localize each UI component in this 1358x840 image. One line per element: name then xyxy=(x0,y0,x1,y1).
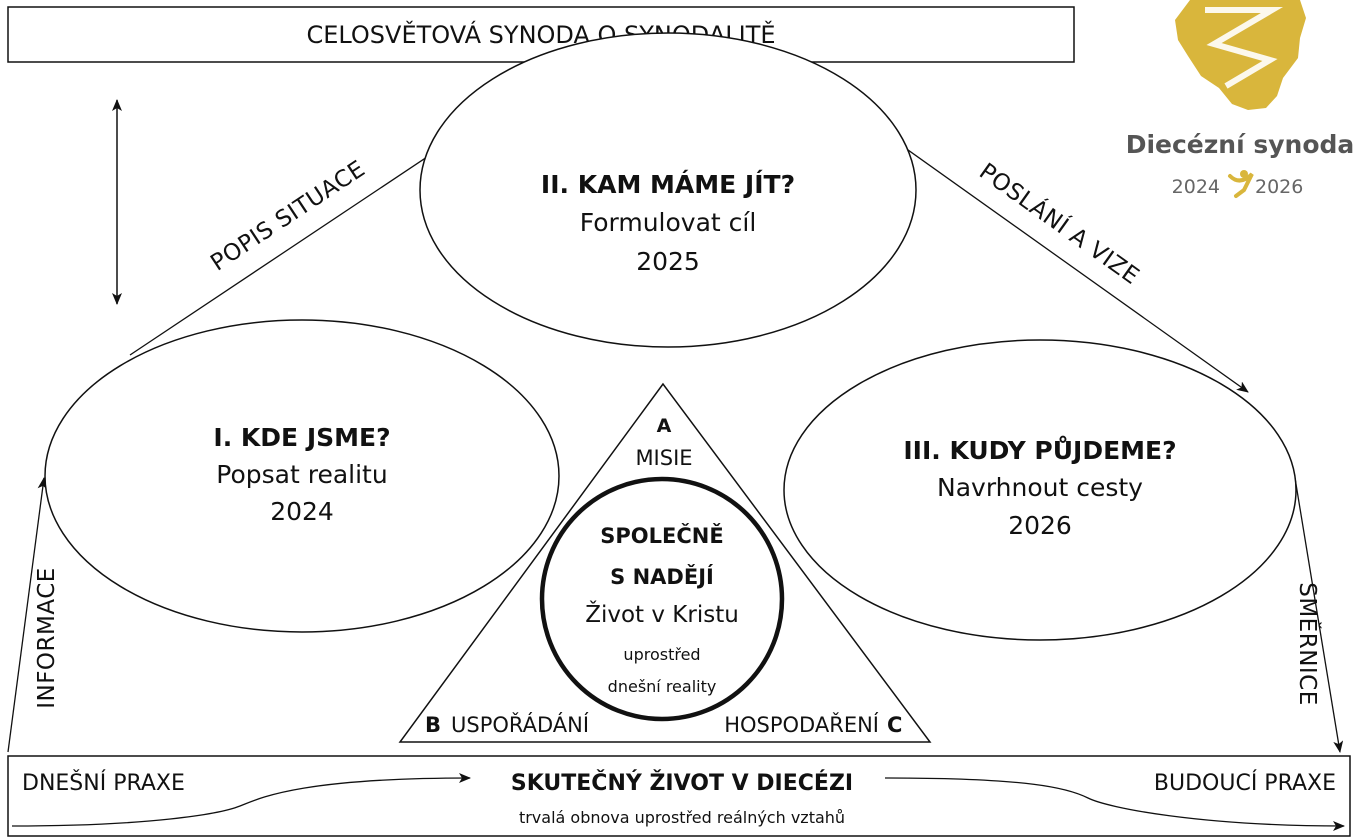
triangle-top-label: MISIE xyxy=(635,446,692,470)
bottom-subtitle: trvalá obnova uprostřed reálných vztahů xyxy=(519,808,845,827)
label-popis-situace: POPIS SITUACE xyxy=(206,156,370,277)
phase-top-subtitle: Formulovat cíl xyxy=(580,208,757,237)
triangle-left-label: USPOŘÁDÁNÍ xyxy=(451,712,589,737)
arrow-popis-situace xyxy=(129,124,476,356)
phase-left-heading: I. KDE JSME? xyxy=(213,423,390,452)
phase-right-heading: III. KUDY PŮJDEME? xyxy=(903,435,1176,465)
arrow-smernice xyxy=(1294,477,1344,753)
phase-left-ellipse: I. KDE JSME? Popsat realitu 2024 xyxy=(44,319,560,633)
flow-curve-left xyxy=(11,773,471,827)
phase-right-ellipse: III. KUDY PŮJDEME? Navrhnout cesty 2026 xyxy=(783,339,1297,641)
phase-top-year: 2025 xyxy=(636,247,700,276)
logo-region-map-shape xyxy=(1175,0,1306,110)
diocesan-synod-logo: Diecézní synoda 2024 2026 xyxy=(1126,0,1355,198)
arrow-informace xyxy=(7,477,48,753)
triangle-left-letter: B xyxy=(425,713,441,737)
phase-left-year: 2024 xyxy=(270,497,334,526)
bottom-left-label: DNEŠNÍ PRAXE xyxy=(22,770,185,796)
bottom-center-label: SKUTEČNÝ ŽIVOT V DIECÉZI xyxy=(511,770,853,796)
phase-right-subtitle: Navrhnout cesty xyxy=(937,473,1143,502)
logo-figure-icon xyxy=(1228,170,1254,198)
label-smernice: SMĚRNICE xyxy=(1294,582,1322,706)
arrow-poslani-a-vize xyxy=(879,129,1249,393)
phase-left-subtitle: Popsat realitu xyxy=(216,460,387,489)
phase-right-year: 2026 xyxy=(1008,511,1072,540)
triangle-right-label: HOSPODAŘENÍ xyxy=(724,712,879,737)
logo-year-end: 2026 xyxy=(1255,176,1303,198)
flow-curve-right xyxy=(884,777,1345,831)
logo-road-path xyxy=(1205,6,1284,89)
triangle-top-letter: A xyxy=(657,415,672,437)
label-informace: INFORMACE xyxy=(34,567,60,709)
center-line4: uprostřed xyxy=(623,645,700,664)
center-line5: dnešní reality xyxy=(608,677,717,696)
phase-top-ellipse: II. KAM MÁME JÍT? Formulovat cíl 2025 xyxy=(419,32,917,348)
center-line2: S NADĚJÍ xyxy=(610,564,714,589)
bottom-right-label: BUDOUCÍ PRAXE xyxy=(1154,770,1336,796)
logo-year-start: 2024 xyxy=(1172,176,1220,198)
triangle-right-letter: C xyxy=(887,713,902,737)
bottom-band: DNEŠNÍ PRAXE SKUTEČNÝ ŽIVOT V DIECÉZI BU… xyxy=(7,755,1351,837)
label-poslani-a-vize: POSLÁNÍ A VIZE xyxy=(974,157,1145,290)
header-box: CELOSVĚTOVÁ SYNODA O SYNODALITĚ xyxy=(7,6,1075,63)
phase-top-heading: II. KAM MÁME JÍT? xyxy=(541,170,795,199)
logo-title: Diecézní synoda xyxy=(1126,130,1355,159)
center-line1: SPOLEČNĚ xyxy=(600,523,723,548)
center-line3: Život v Kristu xyxy=(585,600,739,628)
center-circle: SPOLEČNĚ S NADĚJÍ Život v Kristu uprostř… xyxy=(539,476,785,722)
